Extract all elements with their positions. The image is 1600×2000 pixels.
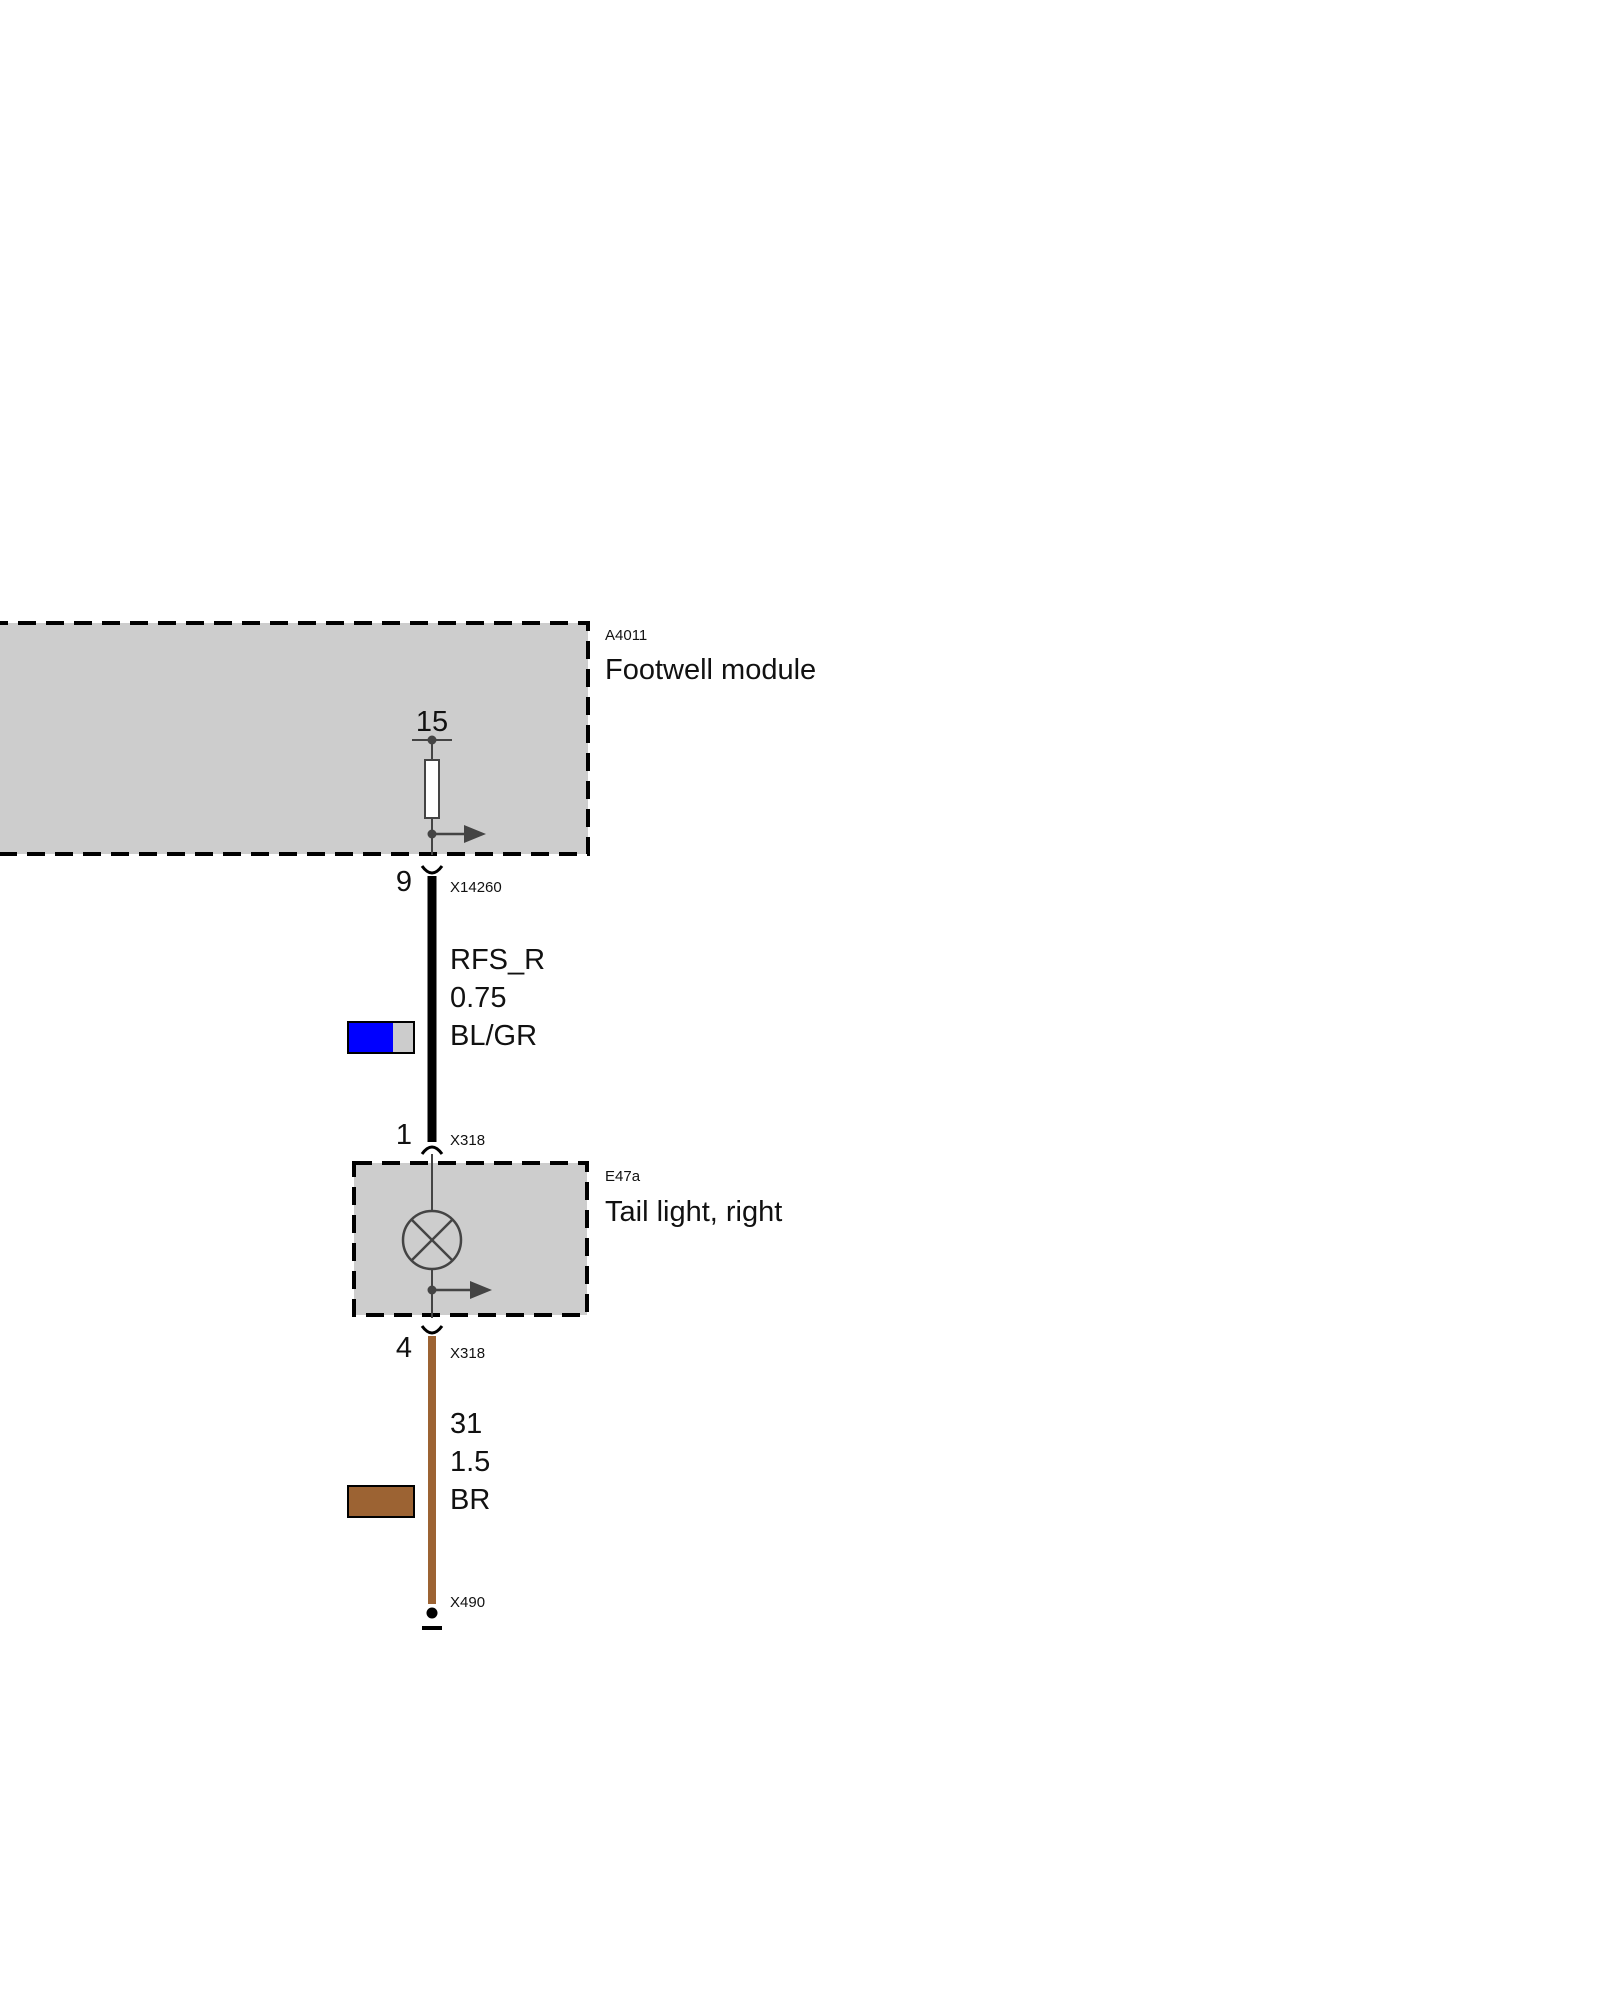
connector-x318-out-name: X318: [450, 1345, 485, 1362]
footwell-module: A4011 Footwell module 15: [0, 621, 816, 856]
tail-light-code: E47a: [605, 1168, 641, 1185]
ground-node: [426, 1607, 438, 1619]
wire-rfs-r-gauge: 0.75: [450, 982, 506, 1014]
lamp-arrow-icon: [470, 1281, 492, 1299]
pin-1-label: 1: [396, 1119, 412, 1151]
ground-point-x490: X490: [422, 1594, 485, 1630]
connector-cup-icon: [420, 865, 444, 875]
tail-light-name: Tail light, right: [605, 1196, 782, 1228]
connector-x14260-name: X14260: [450, 879, 502, 896]
connector-cup-icon: [420, 1325, 444, 1335]
connector-x14260: 9 X14260: [396, 865, 502, 898]
color-swatch-frame: [347, 1021, 415, 1054]
tail-light: E47a Tail light, right: [352, 1154, 782, 1318]
wire-31: 31 1.5 BR: [347, 1336, 490, 1604]
connector-x318-out: 4 X318: [396, 1325, 485, 1364]
color-swatch-brown: [347, 1485, 415, 1518]
footwell-module-name: Footwell module: [605, 654, 816, 686]
wire-31-color-code: BR: [450, 1484, 490, 1516]
lamp-cross-b: [410, 1218, 454, 1262]
wire-31-gauge: 1.5: [450, 1446, 490, 1478]
connector-x318-in-name: X318: [450, 1132, 485, 1149]
resistor-icon: [424, 759, 440, 819]
pin-9-label: 9: [396, 866, 412, 898]
wire-rfs-r: RFS_R 0.75 BL/GR: [347, 876, 545, 1142]
footwell-module-code: A4011: [605, 627, 647, 644]
footwell-module-box: [0, 621, 590, 856]
ground-x490-name: X490: [450, 1594, 485, 1611]
wire-31-name: 31: [450, 1408, 482, 1440]
wire-rfs-r-name: RFS_R: [450, 944, 545, 976]
wire-rfs-r-color-code: BL/GR: [450, 1020, 537, 1052]
connector-x318-in: 1 X318: [396, 1119, 485, 1155]
output-arrow-icon: [464, 825, 486, 843]
color-swatch-blue: [348, 1022, 393, 1053]
connector-cup-icon: [420, 1145, 444, 1155]
color-swatch-grey: [393, 1022, 414, 1053]
terminal-15-label: 15: [416, 706, 448, 738]
pin-4-label: 4: [396, 1332, 412, 1364]
